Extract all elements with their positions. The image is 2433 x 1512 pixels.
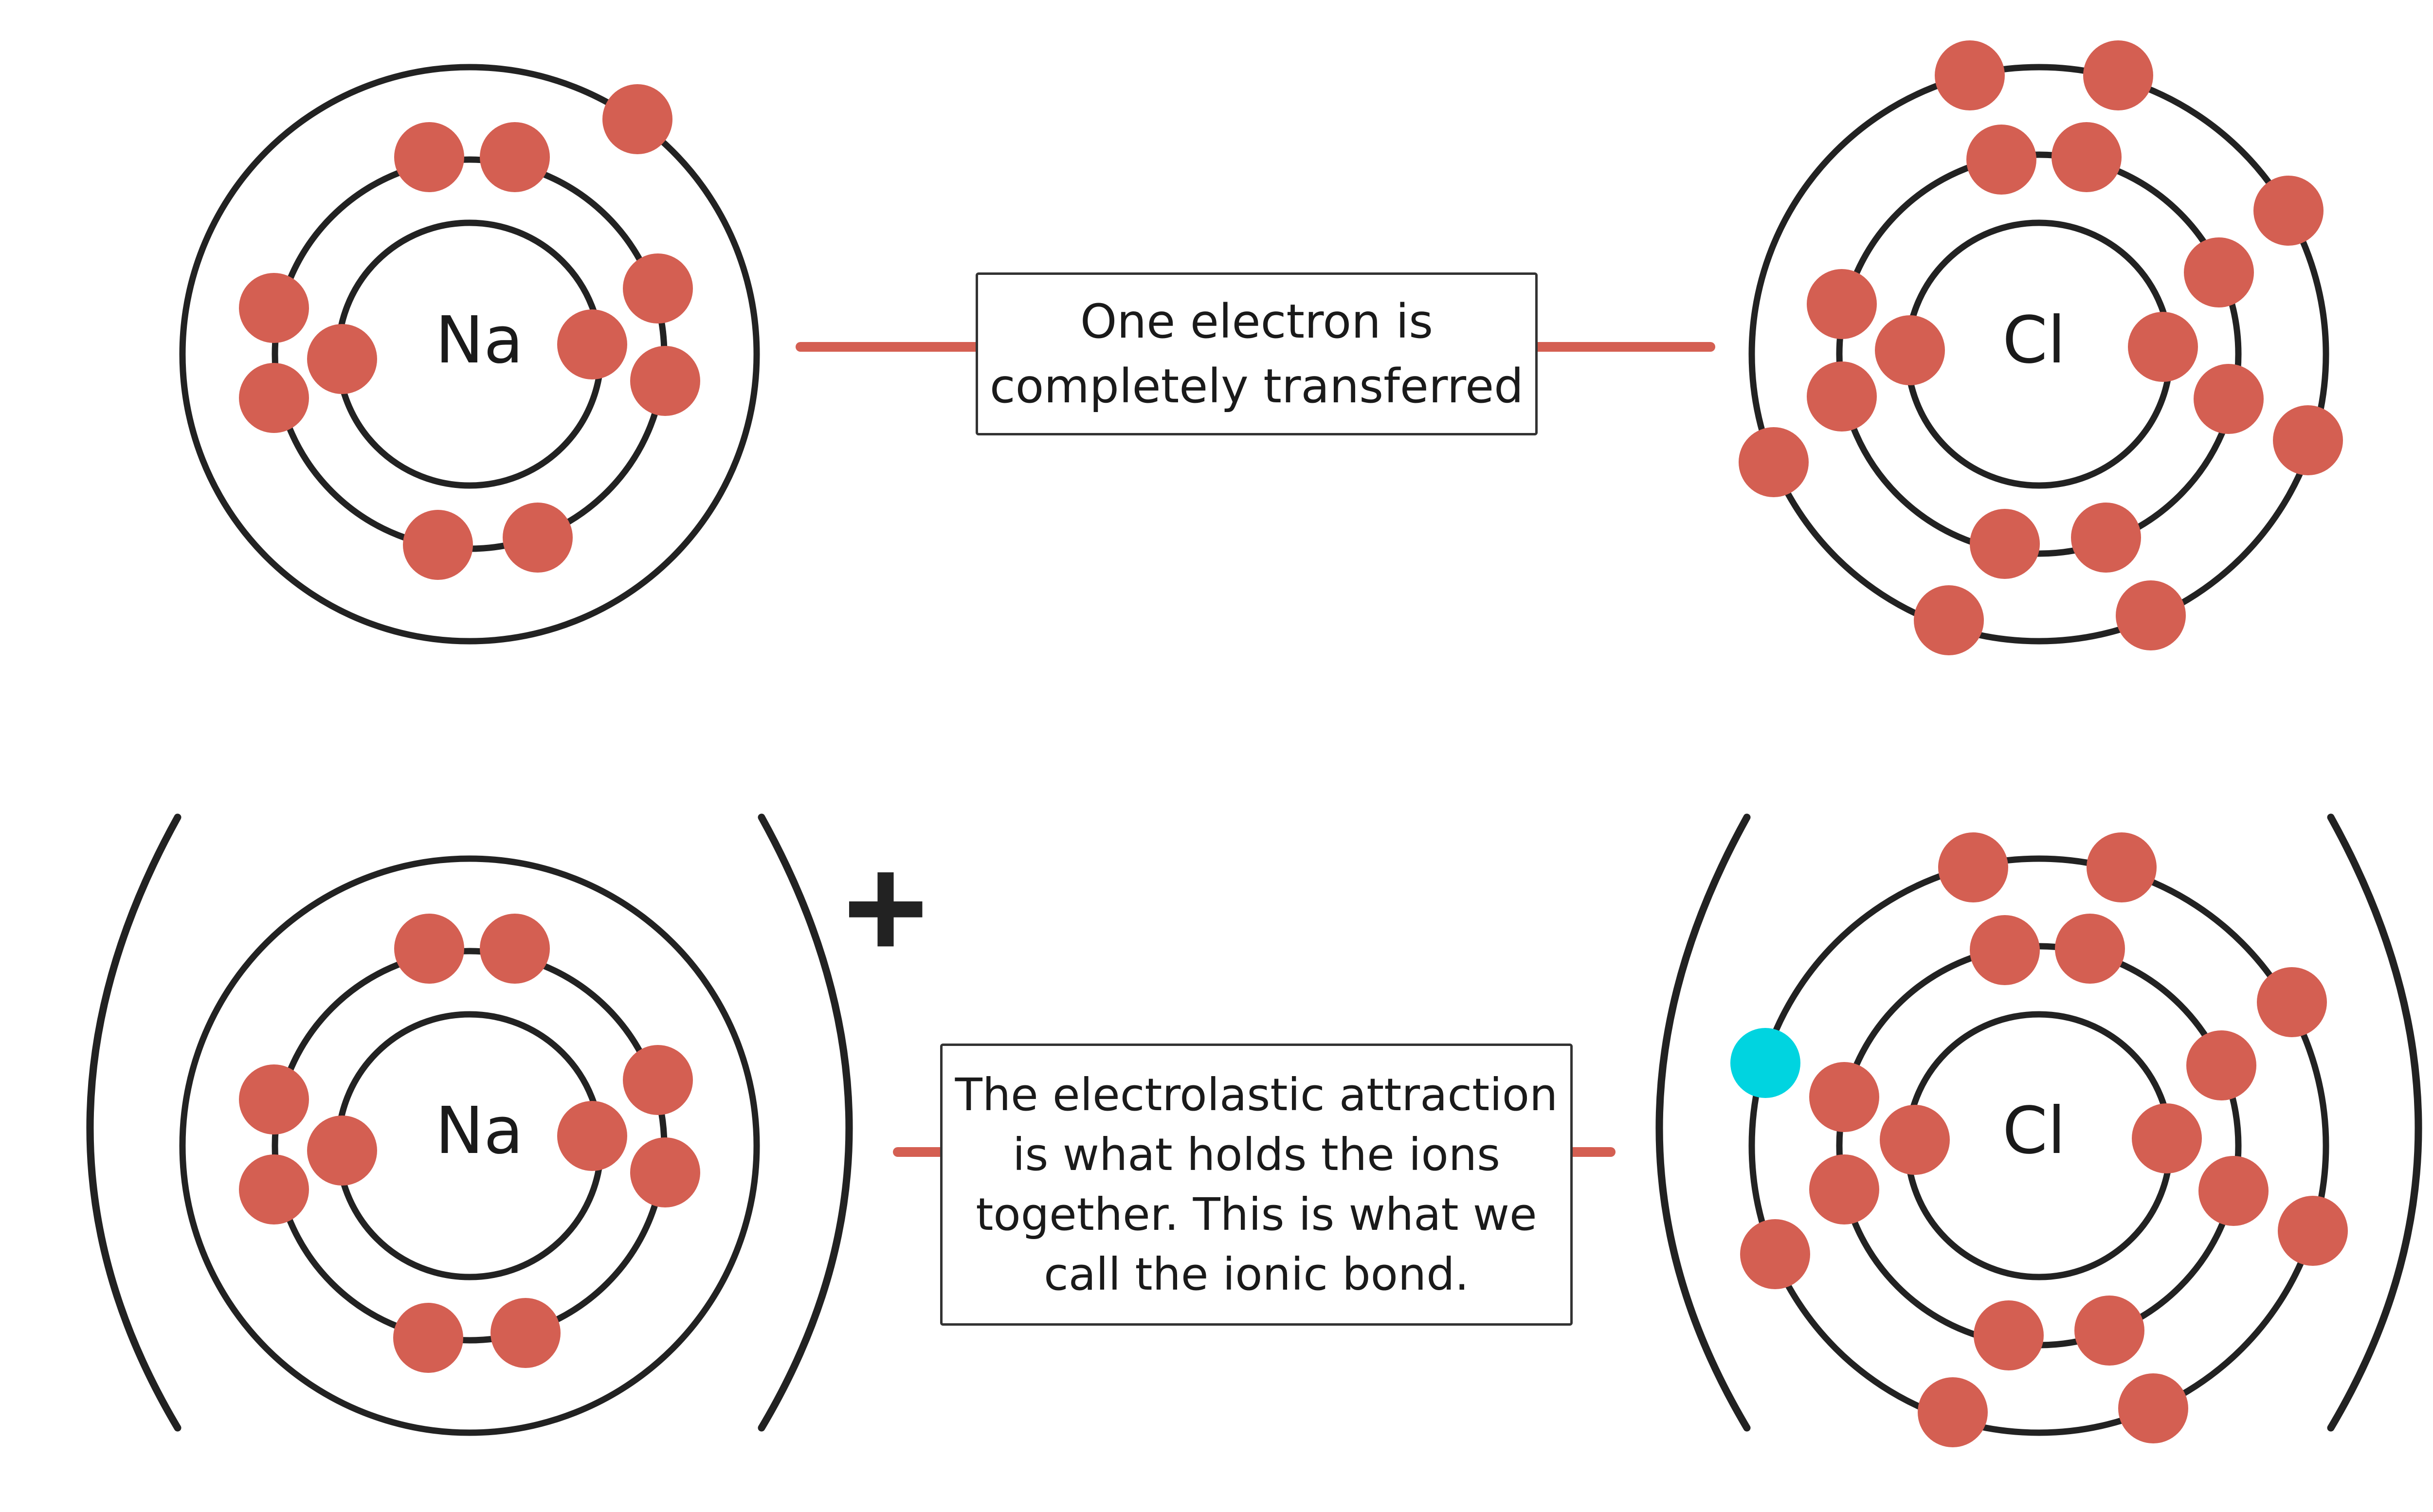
bond-caption-line-2: is what holds the ions xyxy=(1012,1129,1501,1181)
electron xyxy=(2198,1156,2269,1226)
chloride-right-bracket xyxy=(2327,813,2422,1432)
bond-caption-line-3: together. This is what we xyxy=(976,1188,1537,1241)
sodium-ion-bottom: Na + xyxy=(86,813,928,1436)
sodium-charge-plus: + xyxy=(843,826,928,989)
electron xyxy=(2083,40,2153,110)
electron xyxy=(239,1064,309,1134)
bond-caption-line-1: The electrolastic attraction xyxy=(955,1069,1558,1121)
chloride-bottom-electrons xyxy=(1730,832,2348,1447)
bond-caption-box: The electrolastic attraction is what hol… xyxy=(940,1044,1573,1326)
electron xyxy=(1970,509,2040,579)
sodium-bottom-symbol: Na xyxy=(436,1094,524,1169)
electron xyxy=(630,346,700,416)
electron xyxy=(2273,405,2343,475)
transfer-caption-box: One electron is completely transferred xyxy=(976,272,1538,435)
electron xyxy=(1740,1219,1810,1289)
chlorine-top-electrons xyxy=(1739,40,2343,655)
electron xyxy=(1966,125,2036,195)
chloride-bottom-shell-outer xyxy=(1748,855,2329,1436)
electron xyxy=(2253,176,2324,246)
electron xyxy=(480,914,550,984)
electron xyxy=(2194,364,2264,434)
electron xyxy=(630,1137,700,1207)
electron xyxy=(2074,1296,2144,1366)
sodium-top-electrons xyxy=(239,84,700,580)
electron xyxy=(394,914,464,984)
electron xyxy=(307,324,377,394)
sodium-top-shell-outer xyxy=(179,64,760,645)
electron xyxy=(1914,585,1984,655)
electron xyxy=(1875,315,1945,385)
chloride-ion-bottom: Cl - xyxy=(1655,813,2422,1447)
electron xyxy=(403,510,473,580)
electron xyxy=(2132,1103,2202,1173)
electron xyxy=(2118,1373,2188,1443)
electron xyxy=(2116,580,2186,650)
electron xyxy=(2278,1196,2348,1266)
electron xyxy=(1739,427,1809,497)
electron xyxy=(239,1154,309,1224)
chlorine-top-symbol: Cl xyxy=(2002,303,2066,378)
electron xyxy=(623,1045,693,1115)
transfer-caption-line-1: One electron is xyxy=(1080,294,1434,349)
electron xyxy=(557,1101,627,1171)
electron xyxy=(2128,312,2198,382)
electron xyxy=(307,1116,377,1186)
sodium-top-symbol: Na xyxy=(436,303,524,378)
electron xyxy=(2087,832,2157,902)
electron xyxy=(490,1298,561,1368)
electron xyxy=(1880,1105,1950,1175)
sodium-right-bracket xyxy=(758,813,853,1432)
electron xyxy=(2071,503,2141,573)
electron xyxy=(1918,1377,1988,1447)
electron xyxy=(1935,40,2005,110)
electron xyxy=(623,253,693,324)
electron xyxy=(2184,237,2254,307)
chloride-bottom-symbol: Cl xyxy=(2002,1094,2066,1169)
transfer-caption-line-2: completely transferred xyxy=(989,359,1524,414)
electron xyxy=(1974,1300,2044,1370)
electron xyxy=(394,122,464,192)
chlorine-top-shell-middle xyxy=(1836,151,2242,557)
sodium-bottom-shell-outer xyxy=(179,855,760,1436)
electron xyxy=(239,273,309,343)
electron xyxy=(1970,915,2040,985)
electron xyxy=(1938,832,2008,902)
electron xyxy=(2186,1030,2256,1100)
electron xyxy=(1807,269,1877,339)
chlorine-top-shell-outer xyxy=(1748,64,2329,645)
electron xyxy=(239,363,309,433)
electron xyxy=(602,84,672,154)
sodium-bottom-electrons xyxy=(239,914,700,1373)
electron xyxy=(1809,1062,1879,1132)
chloride-left-bracket xyxy=(1655,813,1751,1432)
electron xyxy=(503,503,573,573)
transferred-electron xyxy=(1730,1028,1800,1098)
electron xyxy=(393,1303,463,1373)
electron xyxy=(557,309,627,379)
chlorine-atom-top: Cl xyxy=(1739,40,2343,655)
electron xyxy=(480,122,550,192)
electron xyxy=(2052,122,2122,192)
electron xyxy=(2055,914,2125,984)
sodium-atom-top: Na xyxy=(179,64,760,645)
bond-caption-line-4: call the ionic bond. xyxy=(1044,1248,1469,1300)
electron xyxy=(1809,1154,1879,1224)
electron xyxy=(2257,967,2327,1037)
electron xyxy=(1807,361,1877,432)
sodium-left-bracket xyxy=(86,813,182,1432)
